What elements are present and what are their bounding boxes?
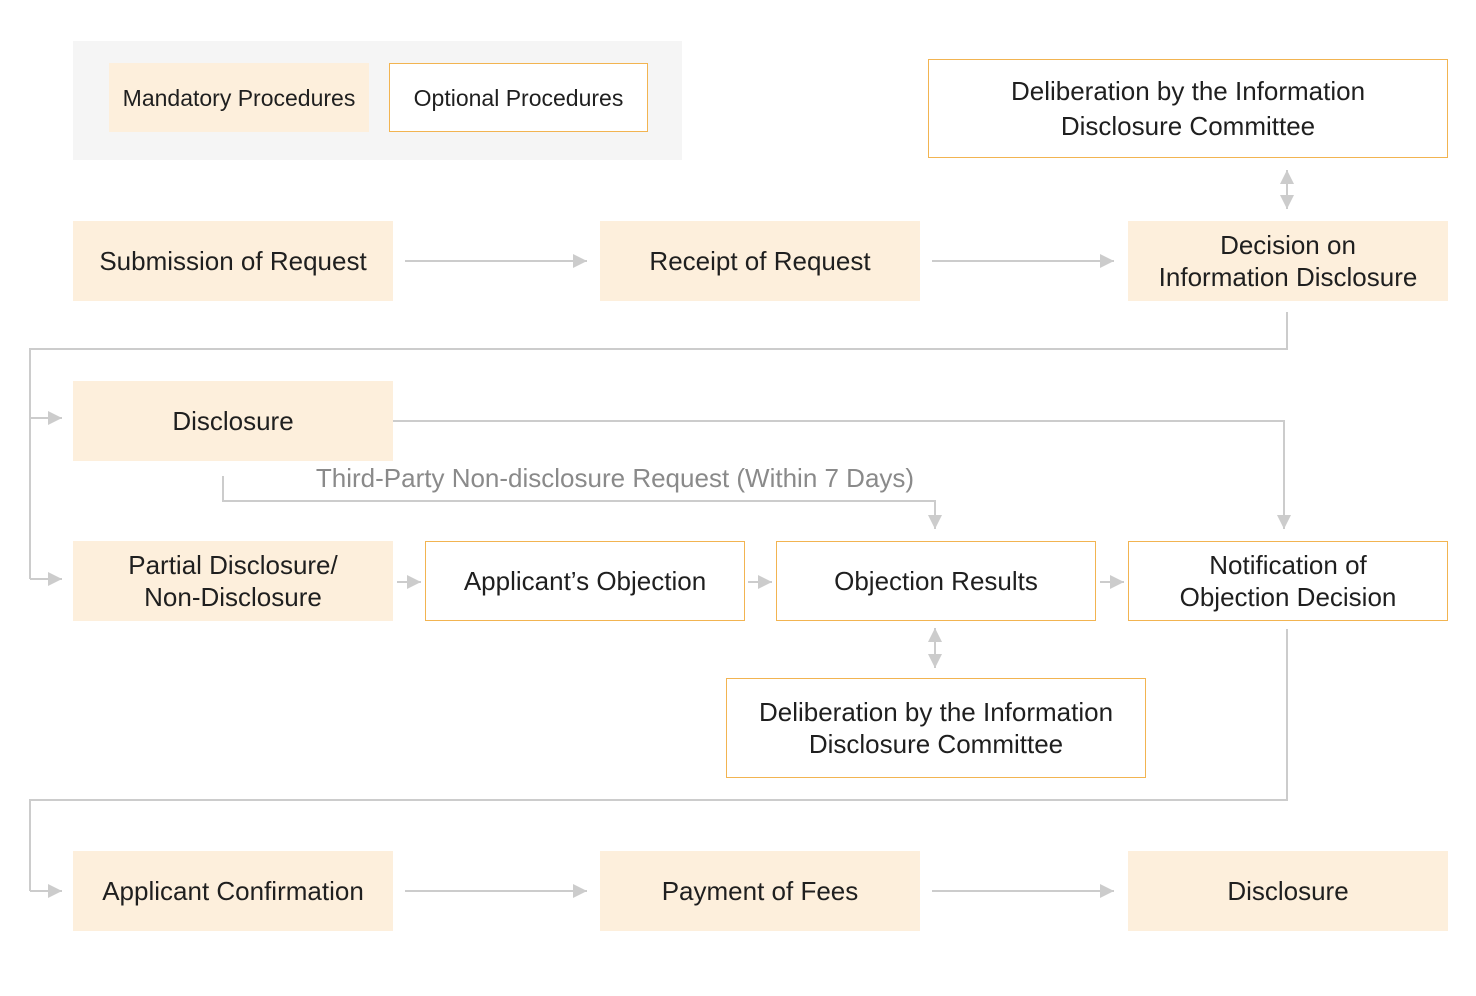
node-notification-line-2: Objection Decision	[1179, 582, 1397, 612]
node-partial-disclosure: Partial Disclosure/ Non-Disclosure	[73, 541, 393, 621]
node-committee-bottom: Deliberation by the Information Disclosu…	[726, 678, 1146, 778]
node-applicant-confirmation: Applicant Confirmation	[73, 851, 393, 931]
node-objection-results: Objection Results	[776, 541, 1096, 621]
node-committee-bottom-line-2: Disclosure Committee	[808, 729, 1064, 759]
node-notification: Notification of Objection Decision	[1128, 541, 1448, 621]
node-partial-line-2: Non-Disclosure	[144, 582, 322, 612]
node-notification-line-1: Notification of	[1209, 550, 1367, 580]
node-committee-top: Deliberation by the Information Disclosu…	[928, 59, 1448, 158]
node-committee-top-line-1: Deliberation by the Information	[1010, 75, 1366, 106]
connector-notification-to-confirmation	[29, 629, 1288, 891]
arrow-third-party-to-results	[222, 476, 942, 529]
third-party-request-label: Third-Party Non-disclosure Request (With…	[315, 463, 915, 493]
node-disclosure-2: Disclosure	[1128, 851, 1448, 931]
node-committee-top-line-2: Disclosure Committee	[1060, 110, 1316, 141]
node-decision-line-1: Decision on	[1220, 230, 1356, 260]
node-decision: Decision on Information Disclosure	[1128, 221, 1448, 301]
node-receipt: Receipt of Request	[600, 221, 920, 301]
node-decision-line-2: Information Disclosure	[1158, 262, 1418, 292]
legend-mandatory: Mandatory Procedures	[109, 63, 369, 132]
node-submission: Submission of Request	[73, 221, 393, 301]
connector-decision-branch	[29, 312, 1288, 579]
legend-optional: Optional Procedures	[389, 63, 648, 132]
node-applicant-objection: Applicant’s Objection	[425, 541, 745, 621]
node-partial-line-1: Partial Disclosure/	[128, 550, 338, 580]
node-committee-bottom-line-1: Deliberation by the Information	[758, 697, 1114, 727]
node-payment-of-fees: Payment of Fees	[600, 851, 920, 931]
arrow-disclosure-to-notification	[393, 420, 1291, 529]
node-disclosure-1: Disclosure	[73, 381, 393, 461]
